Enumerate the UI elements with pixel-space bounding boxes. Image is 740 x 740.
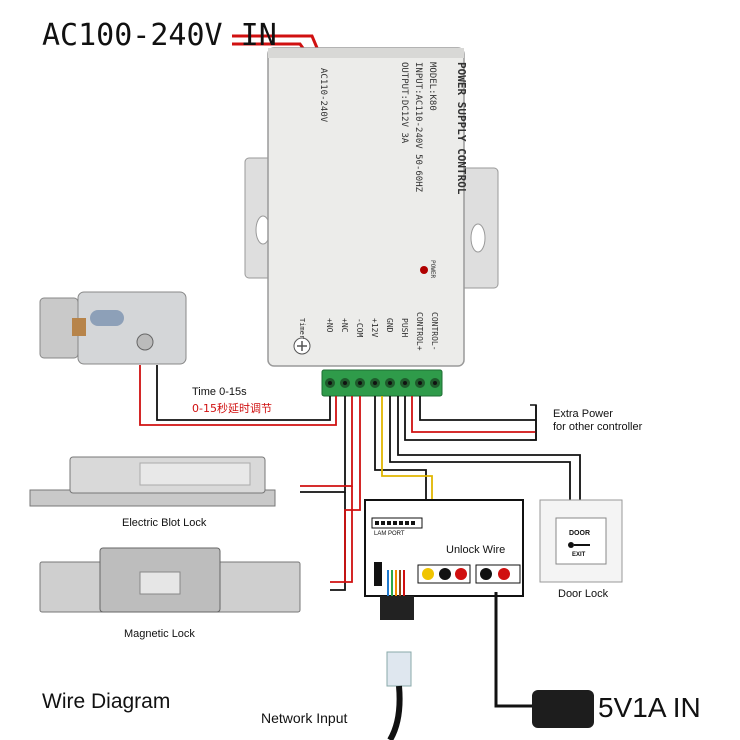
terminal-label-no: +NO — [325, 318, 334, 333]
electric-bolt-lock — [39, 291, 187, 365]
power-led — [420, 266, 428, 274]
psu-title: POWER SUPPLY CONTROL — [455, 62, 468, 195]
timer-label: Timer — [298, 318, 306, 340]
psu-input-spec: INPUT:AC110-240V 50-60HZ — [413, 62, 423, 193]
terminal-label-push: PUSH — [400, 318, 409, 338]
network-cable — [387, 570, 405, 596]
terminal-label-control-minus: CONTROL- — [430, 312, 439, 351]
network-input-label: Network Input — [261, 710, 348, 726]
rj45-plug — [386, 651, 412, 687]
power-led-label: POWER — [429, 260, 436, 279]
time-label: Time 0-15s — [192, 386, 247, 398]
terminal-label-com: -COM — [355, 318, 364, 338]
dc-input-label: 5V1A IN — [598, 692, 701, 723]
magnetic-lock-label: Magnetic Lock — [124, 628, 195, 640]
extra-power-sublabel: for other controller — [553, 421, 643, 433]
door-text: DOOR — [569, 530, 590, 537]
key-icon — [568, 542, 574, 548]
lock-wires — [139, 365, 361, 591]
door-lock-label: Door Lock — [558, 588, 609, 600]
door-exit-button — [539, 499, 623, 583]
magnetic-lock-device — [39, 547, 301, 613]
terminal-label-gnd: GND — [385, 318, 394, 333]
psu-ac-label: AC110-240V — [318, 68, 328, 123]
wire-diagram-label: Wire Diagram — [42, 690, 171, 713]
terminal-label-12v: +12V — [370, 318, 379, 338]
rj45-socket — [380, 596, 414, 620]
unlock-wire-label: Unlock Wire — [446, 544, 506, 556]
extra-power-label: Extra Power — [553, 408, 613, 420]
psu-model: MODEL:K80 — [427, 62, 437, 111]
exit-text: EXIT — [572, 552, 586, 558]
ac-input-label: AC100-240V IN — [42, 18, 277, 53]
terminal-label-control-plus: CONTROL+ — [415, 312, 424, 351]
lam-port-label: LAM PORT — [374, 531, 405, 537]
time-label-cn: 0-15秒延时调节 — [192, 402, 272, 415]
psu-output-spec: OUTPUT:DC12V 3A — [399, 62, 409, 144]
dc-cable — [494, 592, 532, 708]
terminal-label-nc: +NC — [340, 318, 349, 333]
strip-lock-device — [29, 456, 276, 507]
electric-bolt-lock-label: Electric Blot Lock — [122, 517, 207, 529]
controller-wires — [374, 396, 581, 575]
dc-adapter — [532, 690, 594, 728]
